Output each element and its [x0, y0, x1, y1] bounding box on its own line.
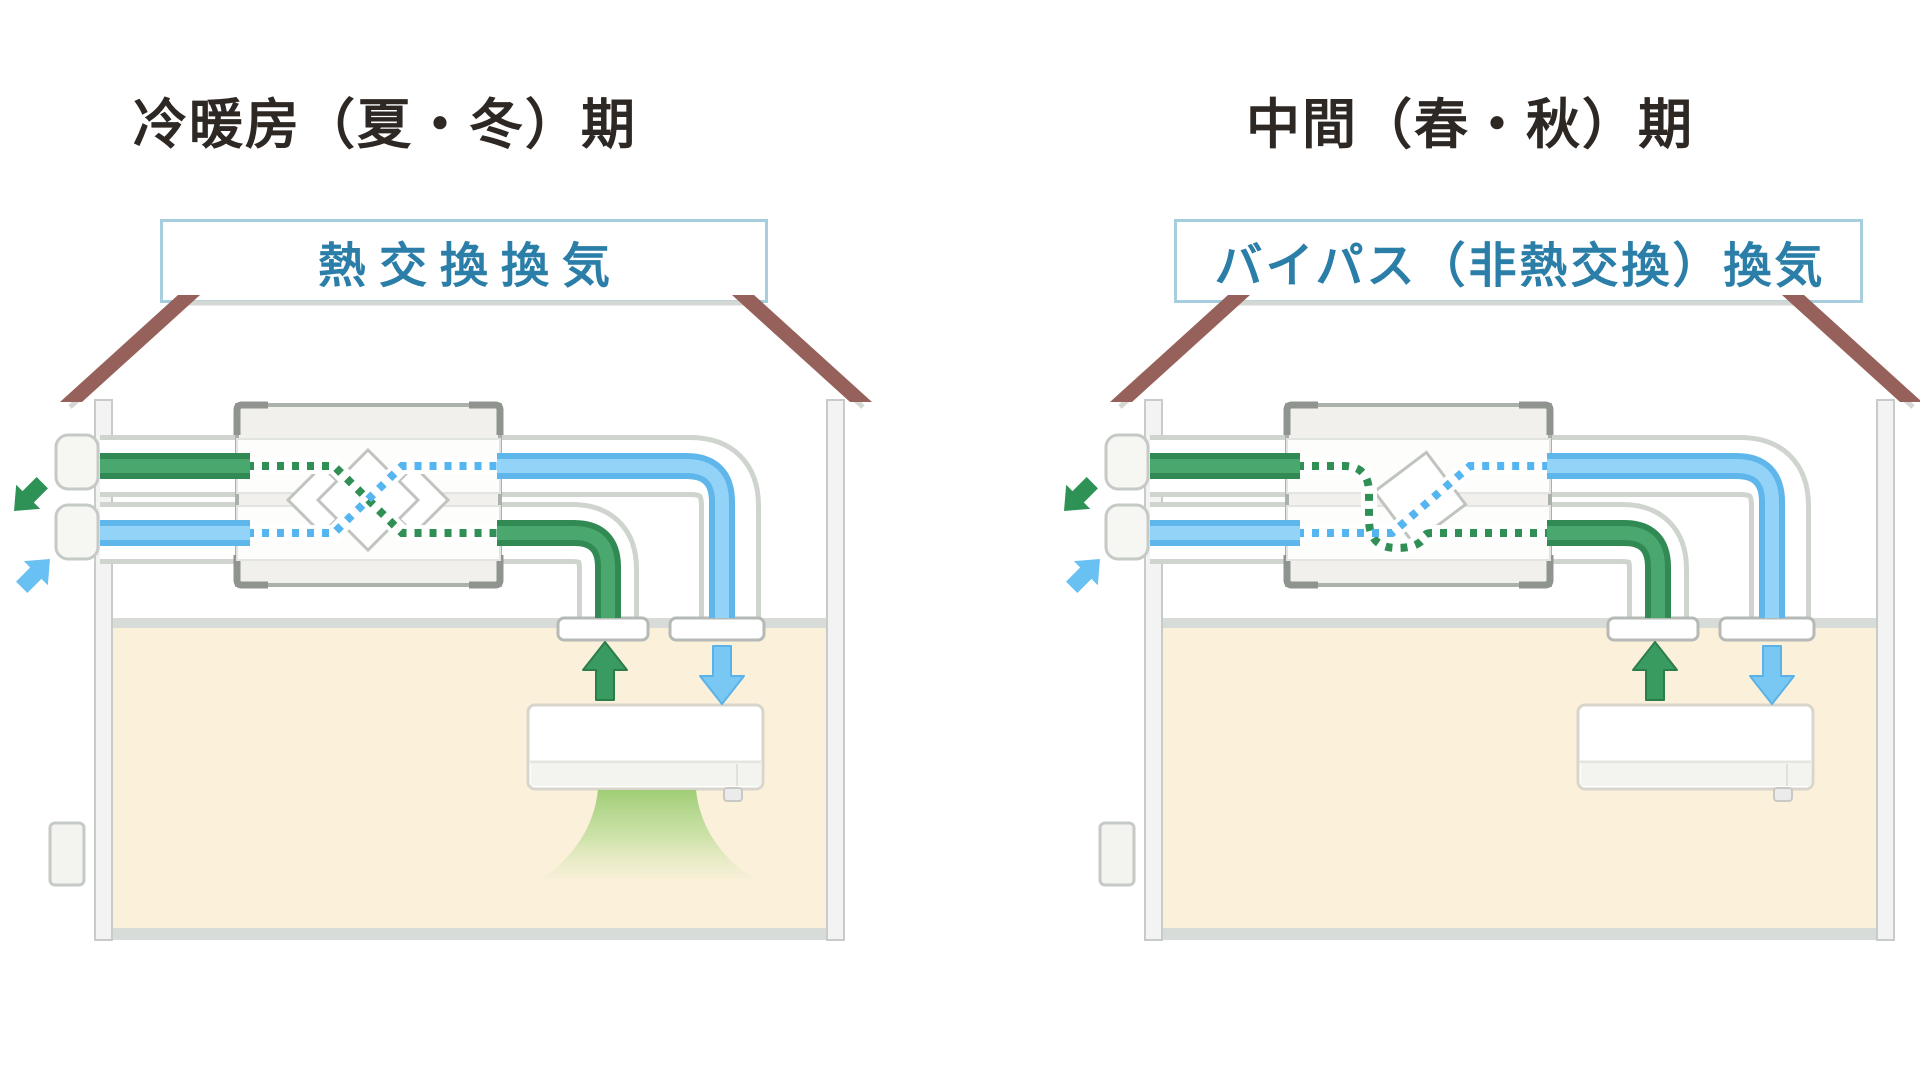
exterior-wall-box: [1098, 821, 1136, 887]
intake-wall-vent: [1104, 503, 1150, 561]
exhaust-wall-vent: [54, 433, 100, 491]
floor-band: [1145, 928, 1894, 940]
fresh-in-arrow-icon: [1066, 559, 1100, 593]
exhaust-dotted-flow: [247, 462, 498, 537]
ceiling-band: [112, 618, 827, 628]
left-mode-label-box: 熱交換換気: [160, 219, 768, 303]
air-conditioner: [526, 703, 765, 802]
fresh-in-arrow-icon: [16, 559, 50, 593]
exhaust-up-arrow-icon: [1632, 641, 1678, 701]
pipes: [100, 453, 735, 618]
exhaust-dotted-flow: [1297, 462, 1548, 553]
intake-wall-vent: [54, 503, 100, 561]
left-panel-title: 冷暖房（夏・冬）期: [133, 95, 637, 155]
fresh-dotted-flow: [247, 462, 498, 537]
supply-down-arrow-icon: [1749, 645, 1795, 705]
roof-fascia-left: [1110, 295, 1250, 402]
pipes: [1150, 453, 1785, 618]
supply-down-arrow-icon: [699, 645, 745, 705]
left-house-diagram: [14, 295, 872, 941]
attic-roof-fill: [1120, 303, 1913, 407]
supply-register: [668, 616, 766, 642]
airflow-dotted-bypass: [1297, 458, 1548, 557]
exhaust-wall-vent: [1104, 433, 1150, 491]
air-conditioner: [1576, 703, 1815, 802]
ac-drain-nub: [1773, 787, 1793, 802]
roof-fascia-right: [1782, 295, 1920, 402]
fresh-dotted-flow: [1297, 462, 1548, 537]
exterior-wall-box: [48, 821, 86, 887]
roof-fascia-right: [732, 295, 872, 402]
left-mode-label: 熱交換換気: [317, 240, 623, 293]
floor-band: [95, 928, 844, 940]
ceiling-band: [1162, 618, 1877, 628]
right-mode-label: バイパス（非熱交換）換気: [1214, 240, 1826, 293]
airflow-dotted-cross: [247, 458, 498, 541]
right-house-diagram: [1064, 295, 1920, 941]
exhaust-out-arrow-icon: [1064, 477, 1098, 511]
ac-airflow-glow: [542, 790, 754, 879]
exhaust-out-arrow-icon: [14, 477, 48, 511]
exhaust-register: [1606, 616, 1700, 642]
exhaust-register: [556, 616, 650, 642]
roof-fascia-left: [60, 295, 200, 402]
ac-drain-nub: [723, 787, 743, 802]
exhaust-up-arrow-icon: [582, 641, 628, 701]
supply-register: [1718, 616, 1816, 642]
right-wall: [826, 399, 845, 941]
right-panel-title: 中間（春・秋）期: [1246, 95, 1694, 155]
attic-roof-fill: [70, 303, 863, 407]
right-wall: [1876, 399, 1895, 941]
